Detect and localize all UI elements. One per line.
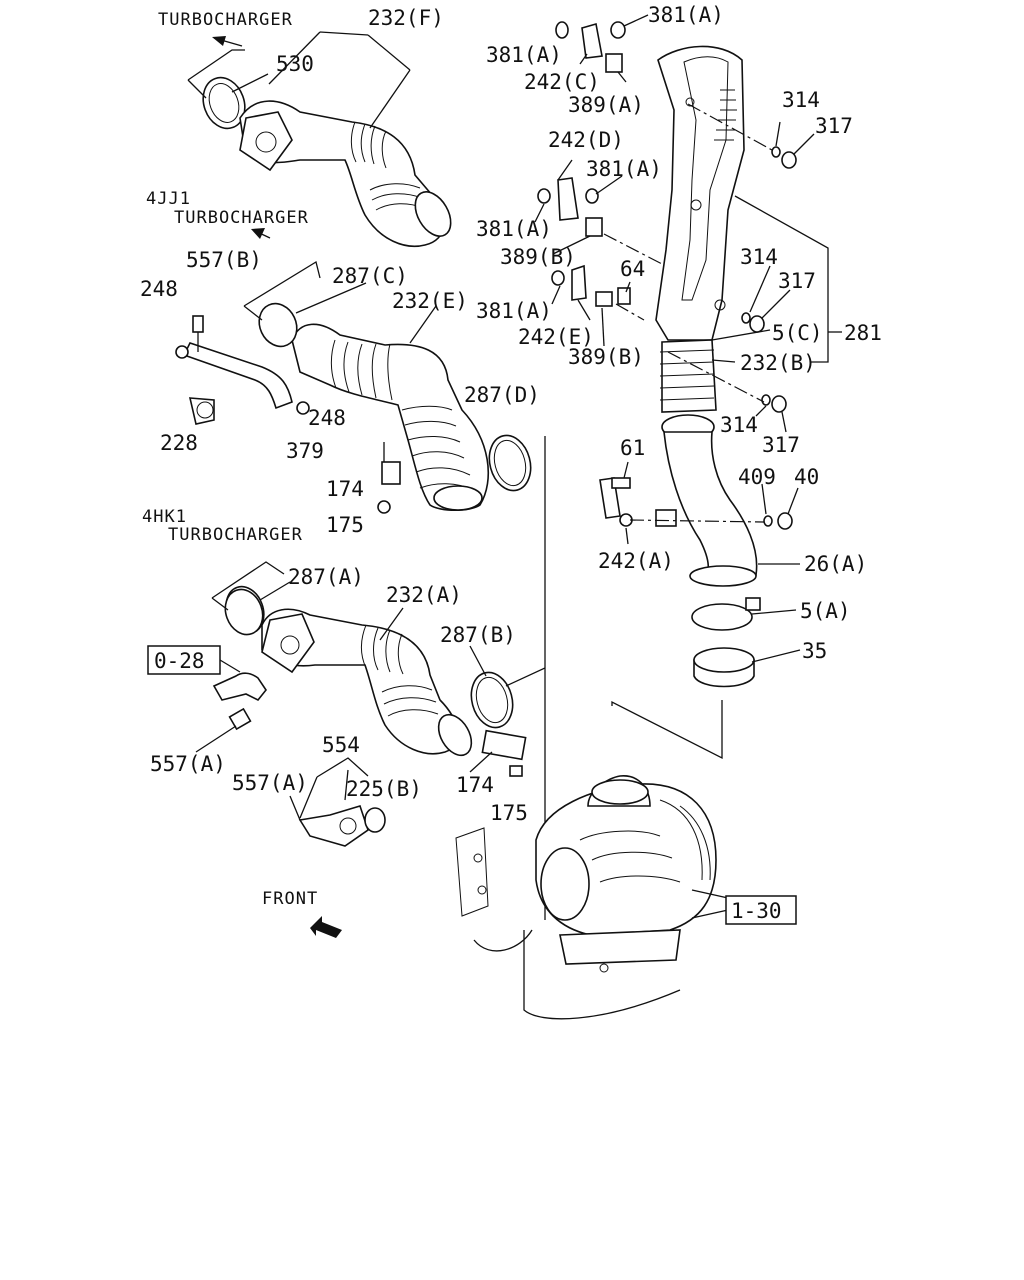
label-40: 40 xyxy=(794,465,819,489)
label-242c: 242(C) xyxy=(524,70,600,94)
label-26a: 26(A) xyxy=(804,552,867,576)
label-287d: 287(D) xyxy=(464,383,540,407)
label-242e: 242(E) xyxy=(518,325,594,349)
label-232a: 232(A) xyxy=(386,583,462,607)
hose-232b xyxy=(659,339,717,413)
label-242a: 242(A) xyxy=(598,549,674,573)
label-61: 61 xyxy=(620,436,645,460)
label-557b: 557(B) xyxy=(186,248,262,272)
arrow-turbo-4jj1-icon xyxy=(251,228,271,239)
elbow-26a xyxy=(661,414,758,587)
label-35: 35 xyxy=(802,639,827,663)
front-label: FRONT xyxy=(262,889,318,909)
label-317-2: 317 xyxy=(778,269,816,293)
label-317-3: 317 xyxy=(762,433,800,457)
label-409: 409 xyxy=(738,465,776,489)
clip-248-b xyxy=(296,401,310,415)
pipe-379 xyxy=(182,342,293,425)
ref-label-0-28: 0-28 xyxy=(154,649,205,673)
label-174-2: 174 xyxy=(456,773,494,797)
label-381a-3: 381(A) xyxy=(586,157,662,181)
header-engine-4hk1: 4HK1 xyxy=(142,507,187,527)
label-248-2: 248 xyxy=(308,406,346,430)
front-arrow-icon xyxy=(310,916,342,938)
label-242d: 242(D) xyxy=(548,128,624,152)
header-engine-4jj1: 4JJ1 xyxy=(146,189,191,209)
label-5c: 5(C) xyxy=(772,321,823,345)
label-175-1: 175 xyxy=(326,513,364,537)
header-turbocharger-4jj1: TURBOCHARGER xyxy=(174,208,309,228)
label-174-1: 174 xyxy=(326,477,364,501)
sensor-174-a xyxy=(381,442,401,485)
bracket-242d xyxy=(537,177,603,237)
label-557a-1: 557(A) xyxy=(150,752,226,776)
label-554: 554 xyxy=(322,733,360,757)
header-turbocharger-4hk1: TURBOCHARGER xyxy=(168,525,303,545)
label-314-1: 314 xyxy=(782,88,820,112)
label-232b: 232(B) xyxy=(740,351,816,375)
label-5a: 5(A) xyxy=(800,599,851,623)
bolt-175-b xyxy=(509,765,523,777)
label-381a-4: 381(A) xyxy=(476,217,552,241)
label-314-2: 314 xyxy=(740,245,778,269)
arrow-turbo-top-icon xyxy=(212,36,243,47)
label-281: 281 xyxy=(844,321,882,345)
label-175-2: 175 xyxy=(490,801,528,825)
bolt-175-a xyxy=(377,500,391,514)
label-64: 64 xyxy=(620,257,645,281)
ref-box-0-28[interactable] xyxy=(147,645,221,675)
clip-248-a xyxy=(175,345,189,359)
label-557a-2: 557(A) xyxy=(232,771,308,795)
bracket-242c xyxy=(581,22,603,59)
mount-389a xyxy=(605,53,623,73)
label-314-3: 314 xyxy=(720,413,758,437)
clamp-287c xyxy=(258,302,298,348)
assembly-554 xyxy=(298,805,386,847)
washers-right xyxy=(741,146,797,530)
label-381a-5: 381(A) xyxy=(476,299,552,323)
bolt-557a-a xyxy=(228,707,252,731)
air-cleaner xyxy=(455,775,717,1020)
bracket-242a xyxy=(599,477,677,527)
label-381a-1: 381(A) xyxy=(648,3,724,27)
label-389a: 389(A) xyxy=(568,93,644,117)
label-232f: 232(F) xyxy=(368,6,444,30)
bolt-557b xyxy=(192,315,204,352)
label-232e: 232(E) xyxy=(392,289,468,313)
sensor-174-b xyxy=(481,729,527,761)
header-turbocharger-top: TURBOCHARGER xyxy=(158,10,293,30)
label-287a: 287(A) xyxy=(288,565,364,589)
label-381a-2: 381(A) xyxy=(486,43,562,67)
label-389b-2: 389(B) xyxy=(568,345,644,369)
ref-label-1-30: 1-30 xyxy=(731,899,782,923)
connector-0-28 xyxy=(212,672,267,702)
snorkel-281 xyxy=(655,45,745,341)
label-379: 379 xyxy=(286,439,324,463)
adapter-35 xyxy=(693,647,755,688)
bracket-242e xyxy=(551,264,631,307)
label-287c: 287(C) xyxy=(332,264,408,288)
label-248-1: 248 xyxy=(140,277,178,301)
hose-232f xyxy=(202,76,452,247)
label-389b-1: 389(B) xyxy=(500,245,576,269)
ref-box-1-30[interactable] xyxy=(725,895,797,925)
nut-381a-a xyxy=(555,21,626,39)
label-530: 530 xyxy=(276,52,314,76)
label-228: 228 xyxy=(160,431,198,455)
clamp-287a xyxy=(224,588,264,636)
label-317-1: 317 xyxy=(815,114,853,138)
label-287b: 287(B) xyxy=(440,623,516,647)
label-225b: 225(B) xyxy=(346,777,422,801)
clamp-5a xyxy=(691,603,753,631)
